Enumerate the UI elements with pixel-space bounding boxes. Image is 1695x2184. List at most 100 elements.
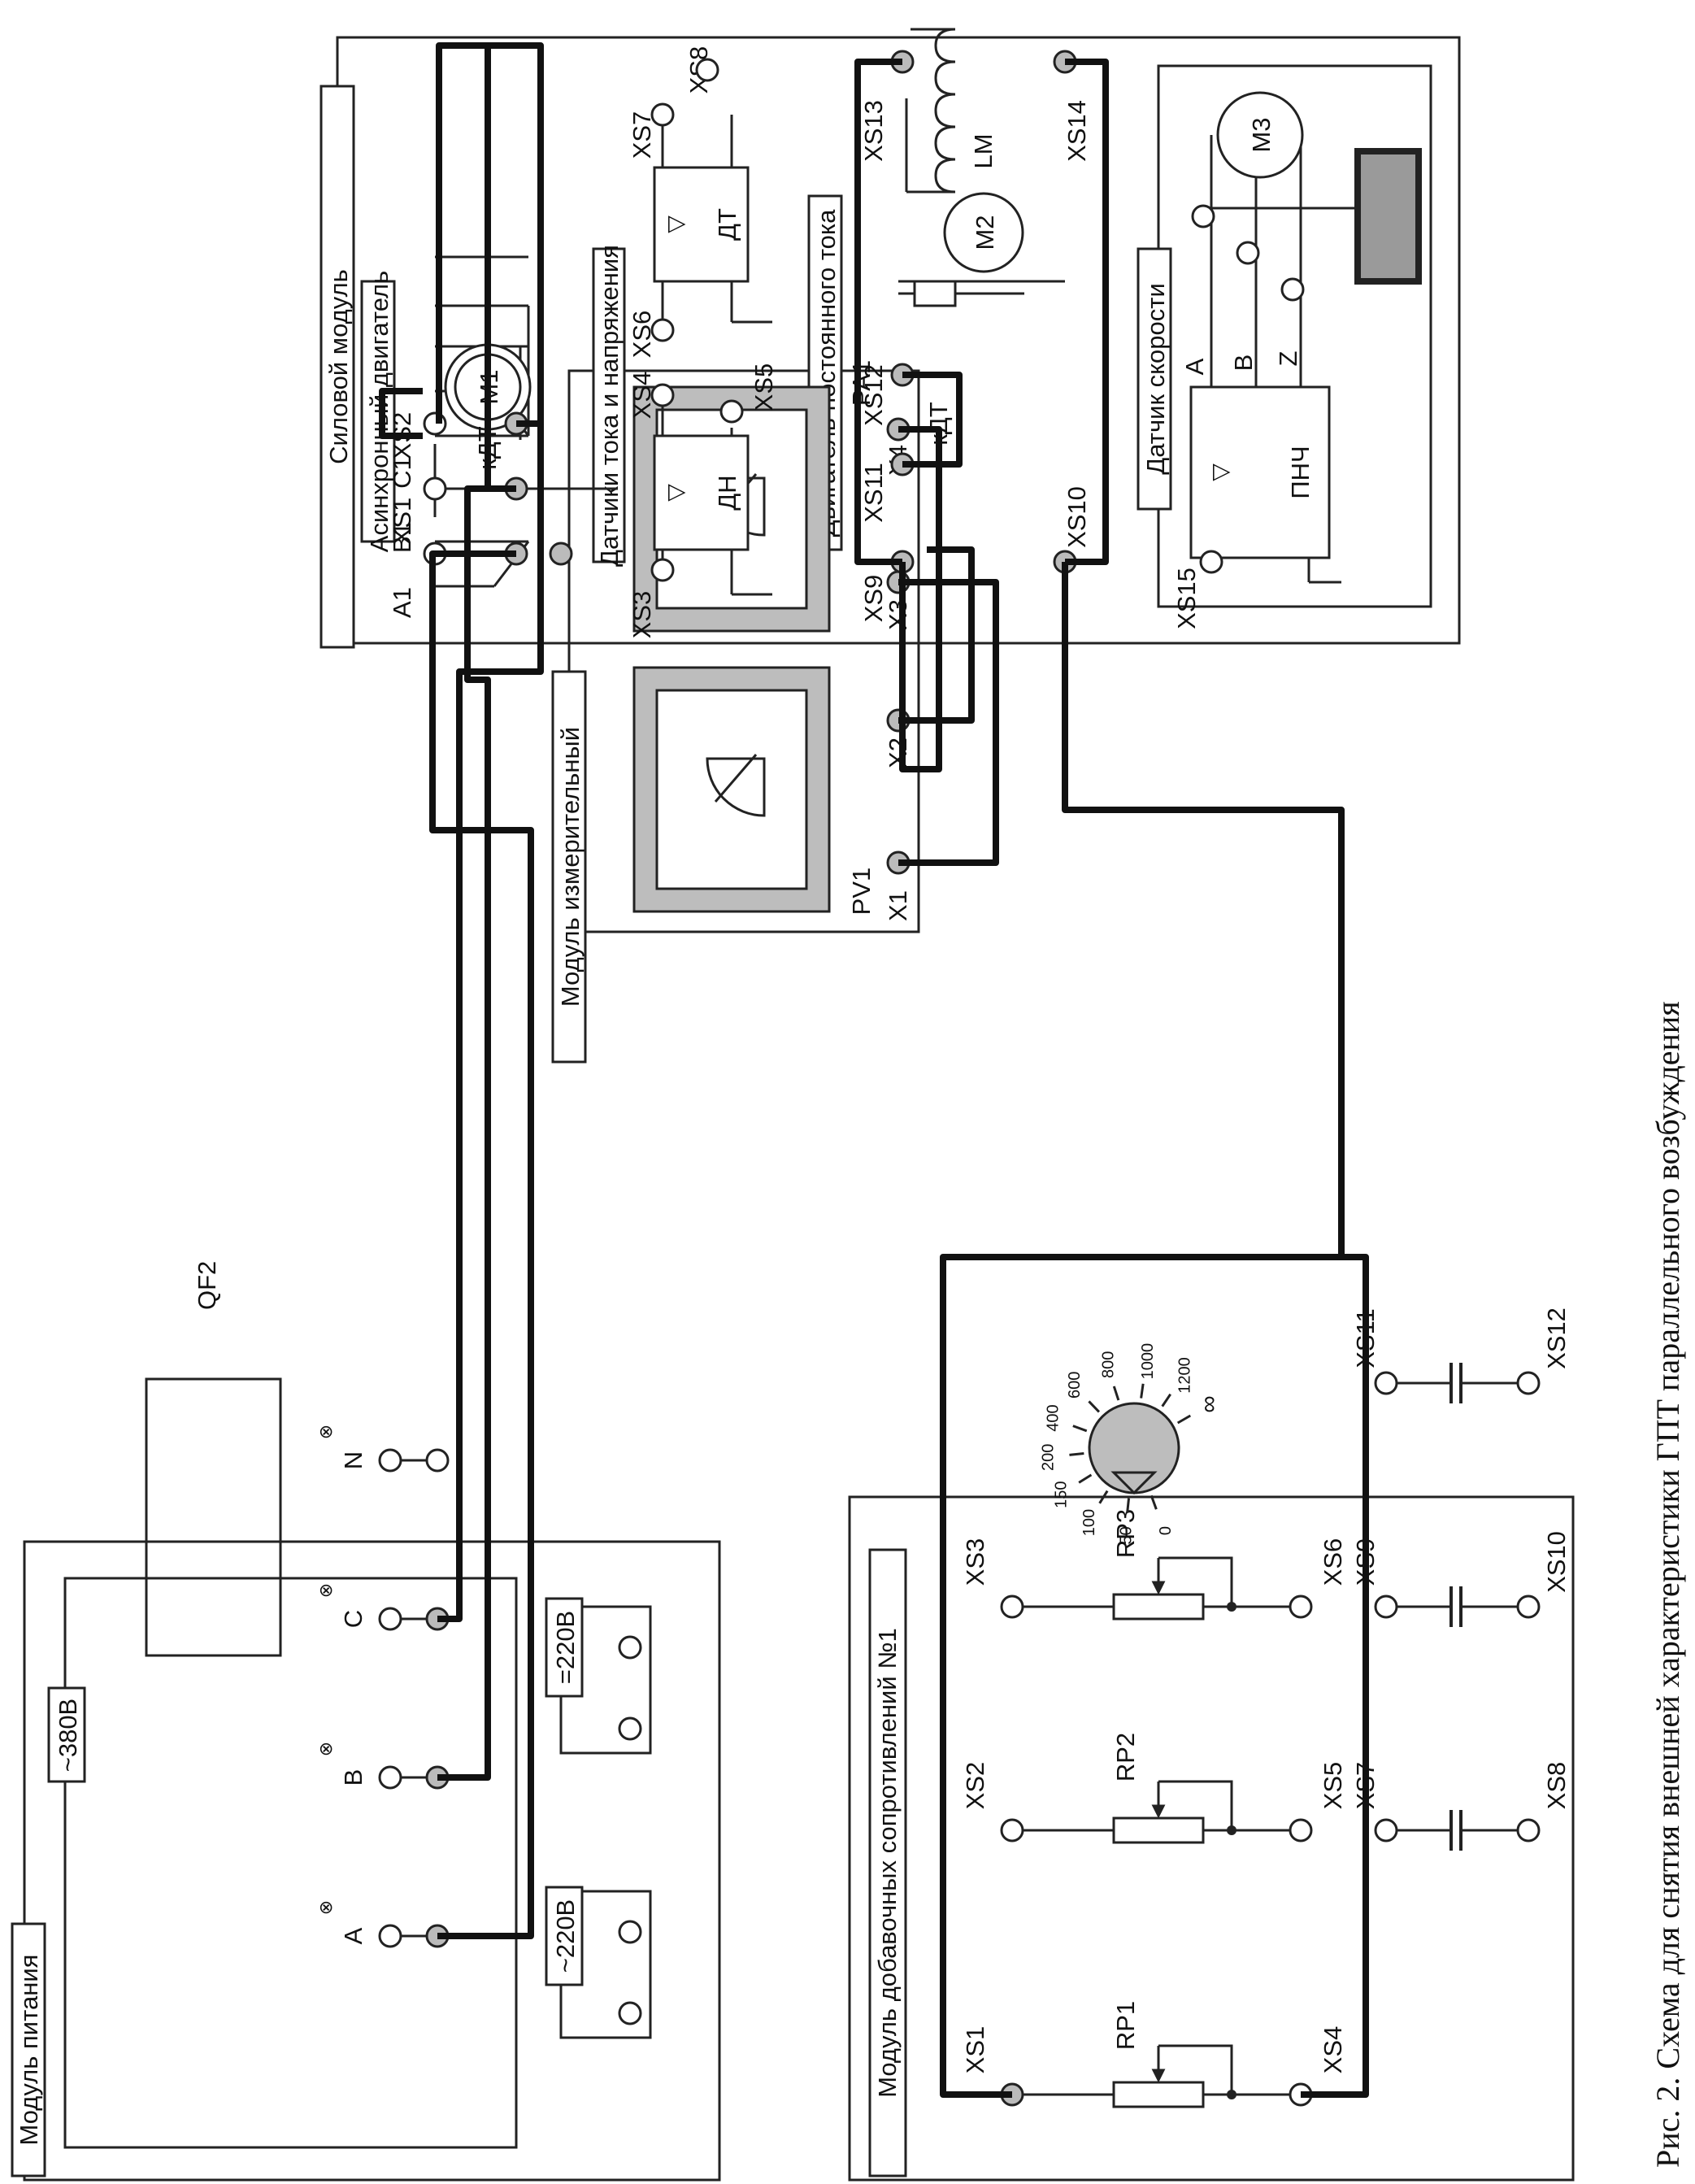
pnch-label: ПНЧ (1286, 446, 1315, 498)
rp-xs6-label: XS6 (1319, 1538, 1347, 1586)
wire-x1-x3 (898, 579, 999, 866)
m2-motor (943, 192, 1024, 273)
rp1-label: RP1 (1111, 2001, 1140, 2050)
voltage-sensor (653, 434, 750, 551)
wire-im-loop (485, 46, 516, 492)
rp-xs11-jack[interactable] (1374, 1371, 1398, 1395)
ac220-jack-2[interactable] (618, 1920, 642, 1944)
neutral-lamp-icon: ⊗ (315, 1425, 336, 1439)
pv1-label: PV1 (847, 868, 876, 916)
dc220-jack-2[interactable] (618, 1635, 642, 1660)
rp-xs9-jack[interactable] (1374, 1594, 1398, 1619)
sensors-title-box (592, 247, 626, 563)
rp-xs5-jack[interactable] (1289, 1818, 1313, 1842)
xs9-label: XS9 (859, 575, 888, 623)
dial-tick (1078, 1473, 1093, 1484)
dial-tick (1112, 1386, 1120, 1401)
rp-xs10-jack[interactable] (1516, 1594, 1541, 1619)
dial-tick-label: 800 (1100, 1351, 1118, 1378)
rp-xs7-jack[interactable] (1374, 1818, 1398, 1842)
measuring-title-box (551, 670, 587, 1064)
dial-tick (1069, 1451, 1084, 1456)
im-a1-label: A1 (388, 587, 416, 618)
im-b1-label: B1 (388, 522, 416, 553)
neutral-jack-1[interactable] (378, 1448, 402, 1473)
rp-xs3-jack[interactable] (1000, 1594, 1024, 1619)
phase-b-label: B (339, 1769, 367, 1786)
s-xs7-jack[interactable] (650, 102, 675, 127)
lm-field-winding (934, 28, 956, 194)
dc220-label-box (545, 1597, 584, 1698)
xs11-label: XS11 (859, 463, 888, 523)
dial-tick-label: 1000 (1139, 1343, 1157, 1380)
rp-xs12-label: XS12 (1542, 1307, 1571, 1369)
phase-c-jack[interactable] (378, 1607, 402, 1631)
phase-b-jack[interactable] (378, 1765, 402, 1790)
speed-b-jack[interactable] (1236, 241, 1260, 265)
voltage-sensor-label: ДН (713, 475, 741, 510)
pv1-scale-icon (706, 757, 766, 817)
induction-title-box (360, 280, 396, 543)
resistors-title-box (868, 1548, 907, 2177)
im-c1-mid-jack[interactable] (423, 411, 447, 436)
speed-z-jack[interactable] (1280, 277, 1305, 302)
x3-label: X3 (884, 599, 912, 630)
ac220-label: ~220В (551, 1899, 580, 1973)
wire-im-top (436, 42, 544, 427)
s-xs7-label: XS7 (628, 111, 656, 159)
dial-tick (1140, 1383, 1145, 1399)
dc220-label: =220В (551, 1611, 580, 1685)
neutral-jack-2[interactable] (425, 1448, 450, 1473)
rp-xs2-jack[interactable] (1000, 1818, 1024, 1842)
dial-tick (1098, 1490, 1109, 1504)
im-b1-mid-jack[interactable] (423, 476, 447, 501)
xs13-label: XS13 (859, 100, 888, 162)
x2-label: X2 (884, 737, 912, 768)
s-xs6-label: XS6 (628, 311, 656, 359)
s-xs3-jack[interactable] (650, 558, 675, 582)
phase-b-lamp-icon: ⊗ (315, 1742, 336, 1756)
s-xs8-jack[interactable] (695, 58, 719, 82)
wire-xs9-x4 (898, 426, 942, 772)
s-xs3-label: XS3 (628, 591, 656, 639)
pa1-label: PA1 (847, 360, 876, 406)
lm-label: LM (969, 133, 997, 168)
phase-c-label: C (339, 1610, 367, 1628)
s-xs5-jack[interactable] (719, 399, 744, 424)
rp-xs6-jack[interactable] (1289, 1594, 1313, 1619)
s-xs4-jack[interactable] (650, 383, 675, 407)
dial-pointer-icon (1110, 1471, 1158, 1495)
xs14-label: XS14 (1063, 100, 1091, 162)
rp-xs8-jack[interactable] (1516, 1818, 1541, 1842)
phase-a-jack[interactable] (378, 1924, 402, 1948)
speed-display (1354, 148, 1422, 285)
qf2-label: QF2 (193, 1261, 221, 1310)
ac220-label-box (545, 1886, 584, 1986)
wire-dc-return (1065, 59, 1109, 565)
speed-a-jack[interactable] (1191, 204, 1215, 228)
current-sensor-label: ДТ (713, 208, 741, 241)
voltage-amp-icon: ▽ (663, 484, 688, 502)
phase-a-label: A (339, 1927, 367, 1944)
m3-label: M3 (1247, 117, 1276, 152)
power-supply-title-box (11, 1922, 46, 2177)
rp2-label: RP2 (1111, 1733, 1140, 1782)
xs15-label: XS15 (1172, 568, 1201, 629)
resistors-frame (848, 1495, 1575, 2182)
rp3-resistor (1112, 1593, 1205, 1621)
s-xs6-jack[interactable] (650, 318, 675, 342)
im-out-a-jack[interactable] (549, 542, 573, 566)
current-amp-icon: ▽ (663, 215, 688, 233)
dc220-jack-1[interactable] (618, 1716, 642, 1741)
rp-xs5-label: XS5 (1319, 1762, 1347, 1810)
wire-dc-jumper (902, 372, 963, 468)
wire-im-jumper (379, 388, 423, 439)
rp-xs12-jack[interactable] (1516, 1371, 1541, 1395)
xs15-jack[interactable] (1199, 550, 1223, 574)
phase-c-lamp-icon: ⊗ (315, 1583, 336, 1598)
m2-label: M2 (971, 215, 999, 250)
ac220-jack-1[interactable] (618, 2001, 642, 2025)
measuring-title: Модуль измерительный (556, 727, 585, 1007)
